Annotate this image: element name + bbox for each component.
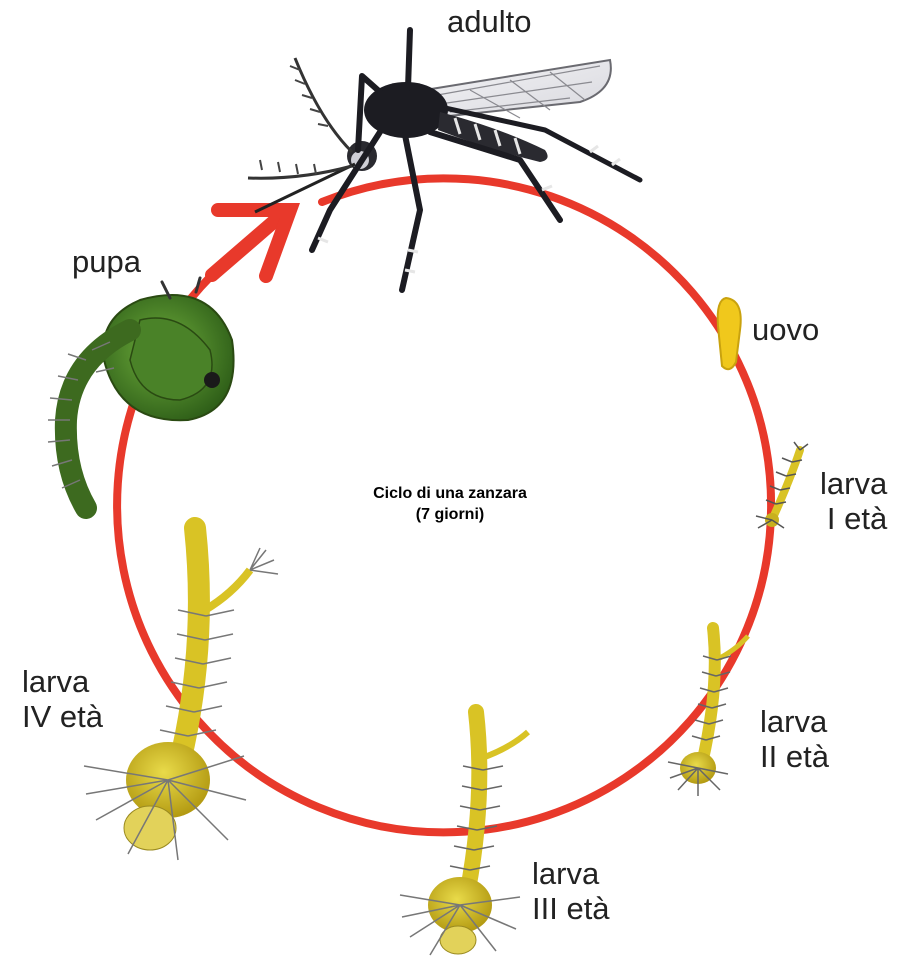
diagram-title-line-1: Ciclo di una zanzara [300, 483, 600, 504]
label-pupa: pupa [72, 244, 141, 279]
label-larva-stage-3-line-2: III età [532, 891, 610, 926]
diagram-title-line-2: (7 giorni) [300, 504, 600, 525]
label-larva-stage-1-line-2: I età [820, 501, 887, 536]
label-larva-stage-4-line-1: larva [22, 664, 103, 699]
label-larva-stage-3: larva III età [532, 856, 610, 926]
egg-illustration [718, 298, 741, 369]
label-larva-stage-1-line-1: larva [820, 466, 887, 501]
label-larva-stage-4-line-2: IV età [22, 699, 103, 734]
label-adult: adulto [447, 4, 531, 39]
label-egg: uovo [752, 312, 819, 347]
diagram-title: Ciclo di una zanzara (7 giorni) [300, 483, 600, 525]
label-larva-stage-2: larva II età [760, 704, 829, 774]
cycle-arrow [212, 210, 290, 276]
label-larva-stage-1: larva I età [820, 466, 887, 536]
label-larva-stage-2-line-2: II età [760, 739, 829, 774]
pupa-illustration [48, 278, 234, 508]
label-larva-stage-2-line-1: larva [760, 704, 829, 739]
label-larva-stage-4: larva IV età [22, 664, 103, 734]
label-larva-stage-3-line-1: larva [532, 856, 610, 891]
adult-mosquito-illustration [248, 30, 640, 290]
